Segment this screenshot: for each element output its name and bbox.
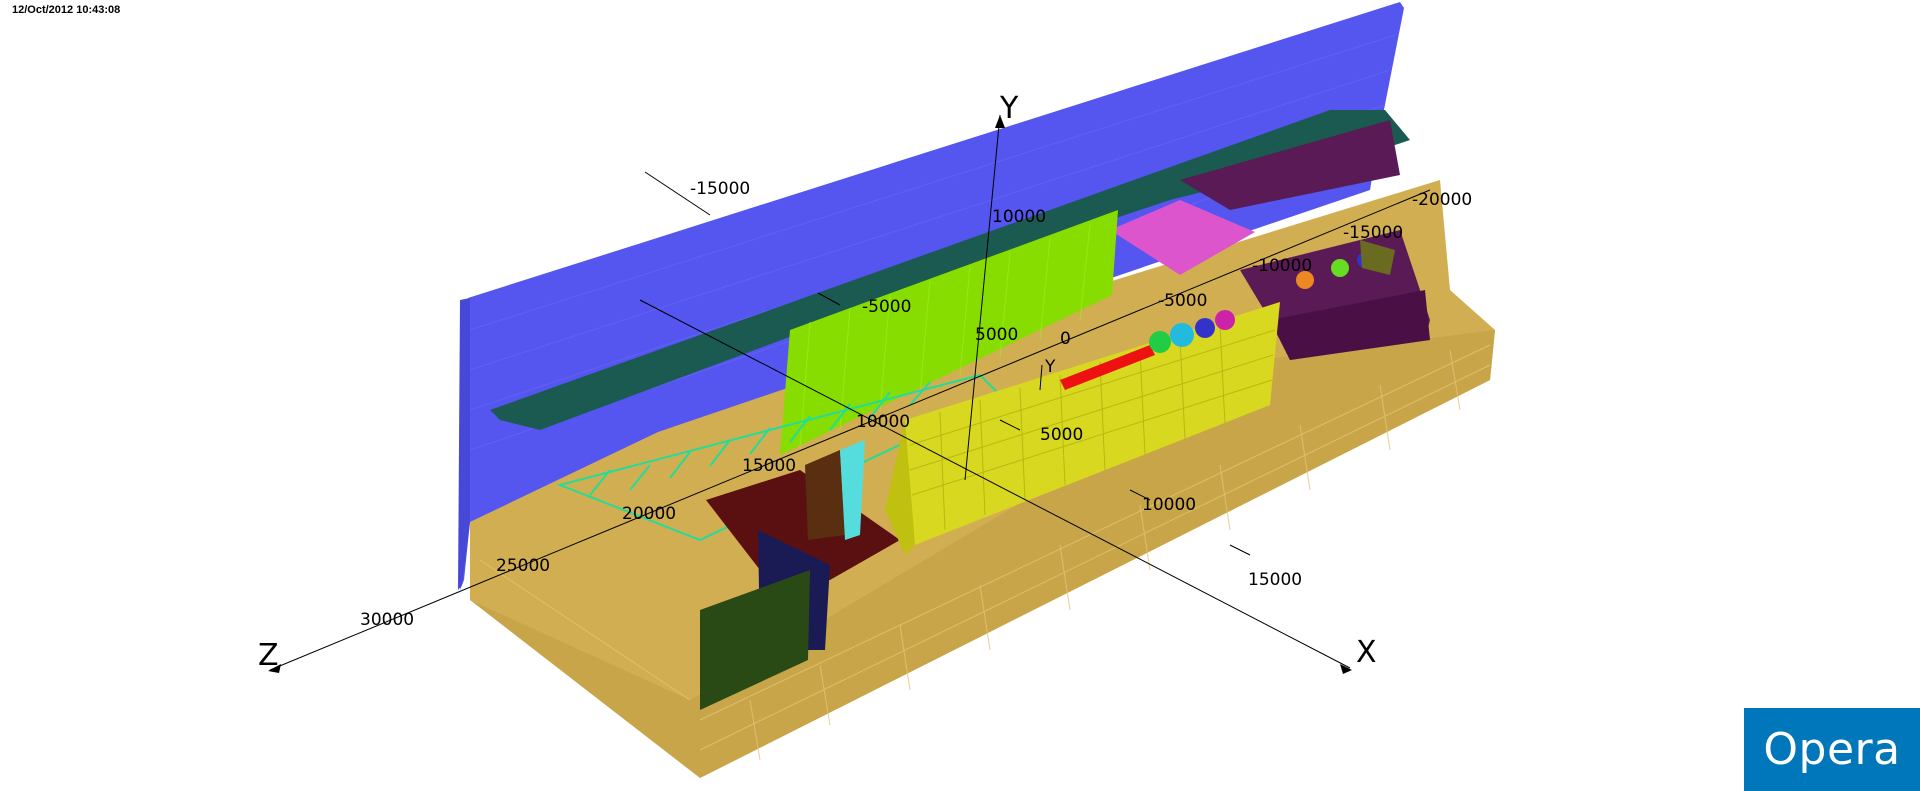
green-panel xyxy=(780,210,1118,455)
brown-plate xyxy=(706,470,900,580)
y-axis-line xyxy=(964,114,1001,481)
z-tick-neg5000: -5000 xyxy=(862,297,911,317)
cyan-box xyxy=(840,440,865,540)
far-tick-neg5000: -5000 xyxy=(1158,291,1207,311)
y-axis-small xyxy=(1039,364,1043,391)
purple-assembly-front xyxy=(1270,290,1430,360)
opera-logo-background xyxy=(1744,708,1920,791)
far-tick-neg20000: -20000 xyxy=(1412,190,1472,210)
lime-cylinder xyxy=(1331,259,1349,277)
z-tick-20000: 20000 xyxy=(622,504,676,524)
z-tick-30000: 30000 xyxy=(360,610,414,630)
y-axis-arrow xyxy=(995,115,1005,128)
beam xyxy=(490,110,1410,430)
y-axis-name: Y xyxy=(999,91,1019,126)
brown-box xyxy=(805,450,845,540)
x-tick-15000: 15000 xyxy=(1248,570,1302,590)
cyan-cylinder xyxy=(1170,323,1194,347)
orange-cylinder xyxy=(1296,271,1314,289)
z-tick-25000: 25000 xyxy=(496,556,550,576)
yellow-panel xyxy=(905,302,1280,545)
y-axis-small-name: Y xyxy=(1044,357,1056,377)
far-tick-neg15000: -15000 xyxy=(1343,223,1403,243)
x-tick-10000: 10000 xyxy=(1142,495,1196,515)
olive-block xyxy=(1360,240,1395,275)
pink-panel xyxy=(1110,200,1255,275)
z-axis-line xyxy=(269,189,1431,671)
timestamp: 12/Oct/2012 10:43:08 xyxy=(12,4,121,16)
x-axis-line xyxy=(639,299,1351,669)
z-axis-name: Z xyxy=(258,638,279,673)
back-wall-edge xyxy=(458,298,470,590)
opera-logo-text: Opera xyxy=(1763,724,1901,775)
red-beamline xyxy=(1060,345,1155,390)
purple-block-back xyxy=(1180,120,1400,210)
dark-green-panel xyxy=(700,570,810,710)
x-axis-arrow xyxy=(1340,664,1352,674)
magenta-cylinder xyxy=(1215,310,1235,330)
y-tick-10000: 10000 xyxy=(992,207,1046,227)
x-tick-5000: 5000 xyxy=(1040,425,1083,445)
z-tick-10000: 10000 xyxy=(856,412,910,432)
blue-cylinder xyxy=(1195,318,1215,338)
z-axis-arrow xyxy=(268,664,281,673)
yellow-panel-edge xyxy=(885,420,915,555)
z-tick-neg15000: -15000 xyxy=(690,179,750,199)
opera-logo: Opera xyxy=(1744,708,1920,791)
y-tick-5000: 5000 xyxy=(975,325,1018,345)
z-tick-15000: 15000 xyxy=(742,456,796,476)
z-tick-0: 0 xyxy=(1060,329,1071,349)
x-axis-name: X xyxy=(1356,635,1377,670)
far-tick-neg10000: -10000 xyxy=(1252,256,1312,276)
green-cylinder xyxy=(1149,331,1171,353)
floor-front-face xyxy=(690,330,1495,778)
